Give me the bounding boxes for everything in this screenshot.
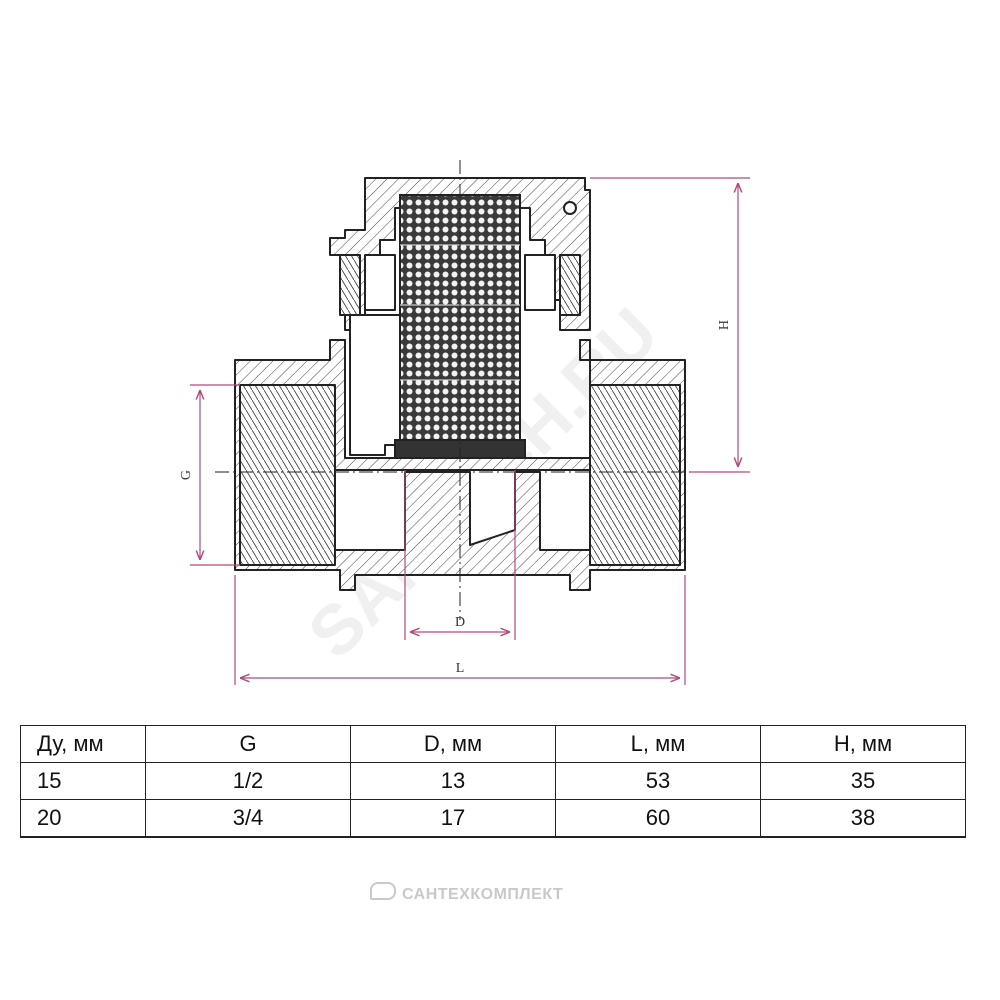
fitting-body [234,177,686,591]
table-header-row: Ду, мм G D, мм L, мм H, мм [20,725,966,763]
dim-label-h: H [717,320,732,330]
dim-label-g: G [179,470,194,480]
cell-h: 35 [760,762,966,800]
cell-g: 3/4 [145,799,351,838]
header-h: H, мм [760,725,966,763]
header-d: D, мм [350,725,556,763]
cell-l: 53 [555,762,761,800]
dimension-lines [190,177,750,685]
cell-dn: 15 [20,762,146,800]
footer-brand: САНТЕХКОМПЛЕКТ [402,886,564,903]
dimensions-table: Ду, мм G D, мм L, мм H, мм 15 1/2 13 53 … [20,725,966,838]
left-thread [239,384,336,566]
header-l: L, мм [555,725,761,763]
dim-label-l: L [456,661,465,676]
header-g: G [145,725,351,763]
brand-logo-icon [370,882,396,900]
footer-watermark: САНТЕХКОМПЛЕКТ [370,882,563,904]
table-row: 15 1/2 13 53 35 [20,762,966,800]
cell-d: 13 [350,762,556,800]
cell-h: 38 [760,799,966,838]
cell-dn: 20 [20,799,146,838]
header-dn: Ду, мм [20,725,146,763]
center-lines [215,160,745,620]
dim-label-d: D [455,615,465,630]
right-thread [589,384,681,566]
strainer-section-drawing: SANTECH.RU [179,160,750,685]
cell-g: 1/2 [145,762,351,800]
cell-l: 60 [555,799,761,838]
table-row: 20 3/4 17 60 38 [20,799,966,838]
cell-d: 17 [350,799,556,838]
